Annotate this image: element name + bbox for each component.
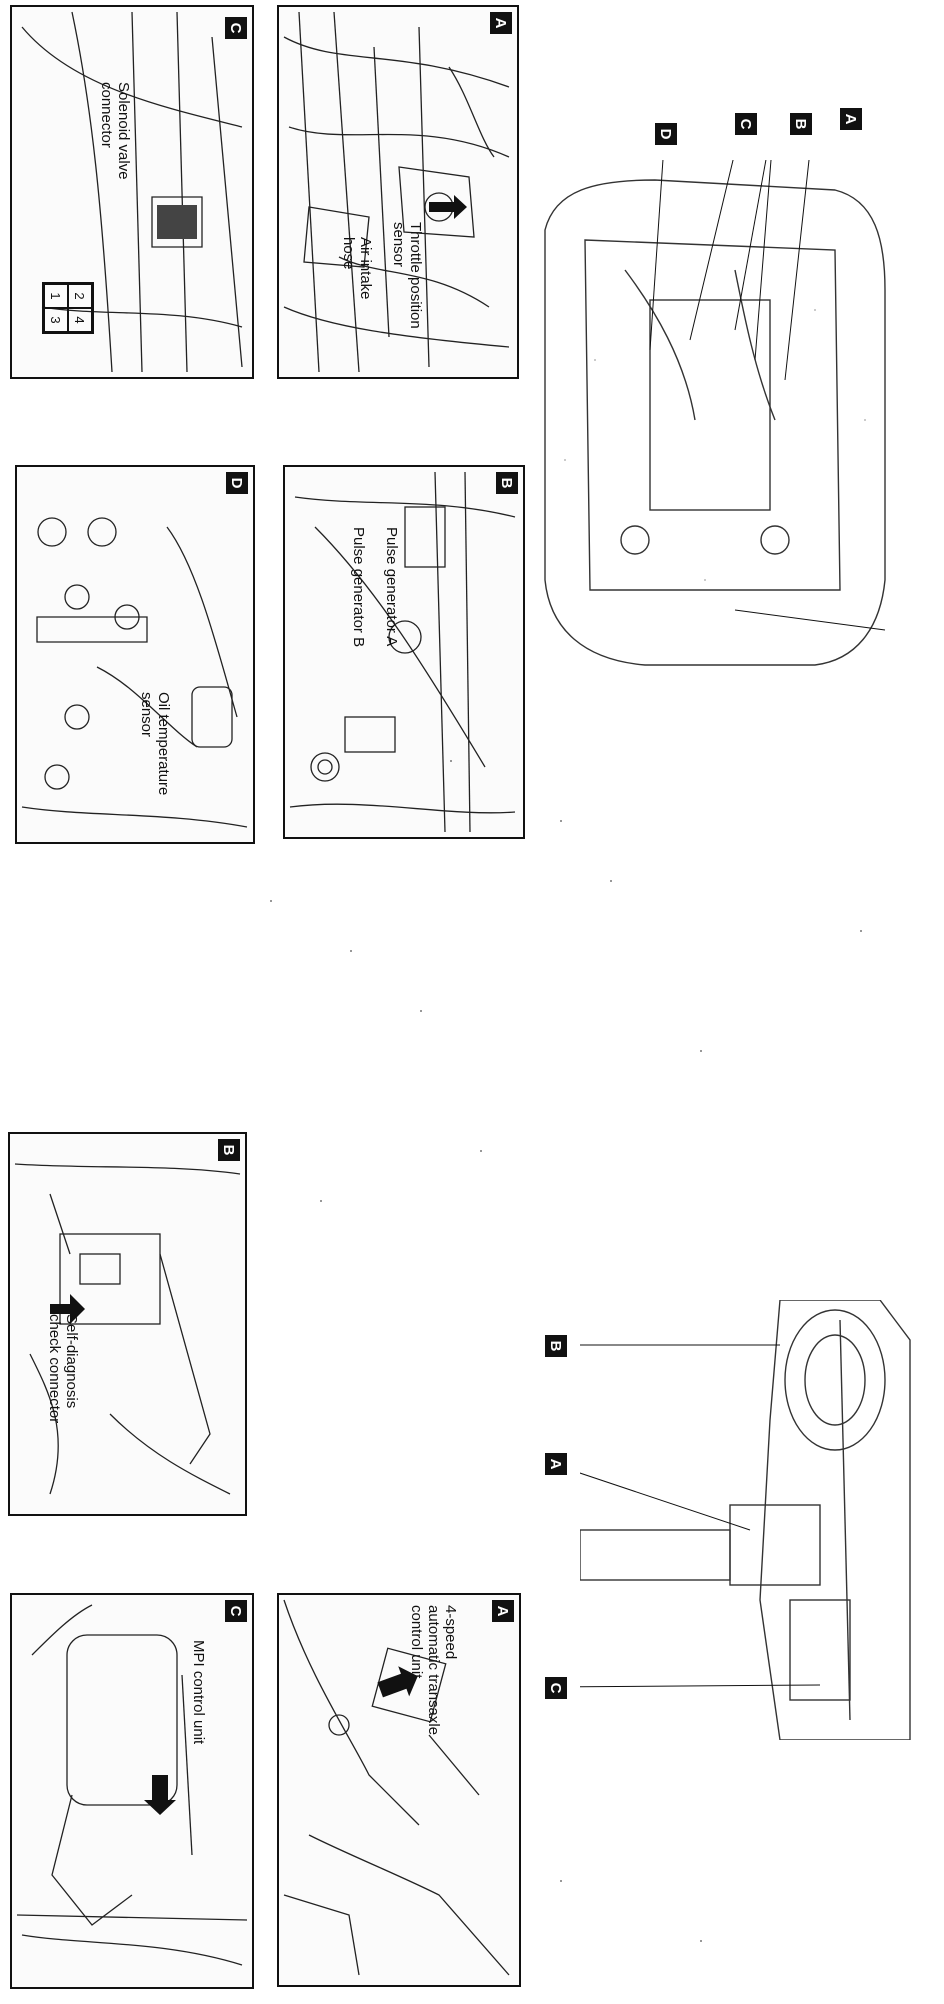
panel-a-throttle: A Throttle position sensor Air intake ho…: [277, 5, 519, 379]
overview-tag-c: C: [735, 113, 757, 135]
panel-a-drawing: [283, 11, 510, 373]
scan-speck: [480, 1150, 482, 1152]
panel-a-bottom-tag: A: [492, 1600, 514, 1622]
mpi-control-unit-label: MPI control unit: [190, 1640, 207, 1745]
pin-diagram: 1 2 3 4: [42, 282, 94, 334]
solenoid-valve-connector-label: Solenoid valve connector: [98, 82, 132, 180]
self-diagnosis-check-connector-label: Self-diagnosis check connector: [46, 1314, 80, 1424]
panel-c-mpi: C MPI control unit: [10, 1593, 254, 1989]
pin-3: 3: [44, 308, 68, 332]
pin-1: 1: [44, 284, 68, 308]
overview-tag-a: A: [840, 108, 862, 130]
scan-speck: [700, 1940, 702, 1942]
pulse-generator-b-label: Pulse generator B: [350, 527, 367, 648]
panel-b-bottom-drawing: [14, 1163, 241, 1495]
dashboard-overview: [549, 1299, 920, 1741]
dashboard-tag-b: B: [545, 1335, 567, 1357]
overview-tag-d: D: [655, 123, 677, 145]
throttle-position-sensor-label: Throttle position sensor: [390, 222, 424, 329]
panel-c-solenoid: C Solenoid valve connector 1 2 3 4: [10, 5, 254, 379]
scan-speck: [350, 950, 352, 952]
scan-speck: [860, 930, 862, 932]
panel-b-self-diagnosis: B Self-diagnosis check connector: [8, 1132, 247, 1516]
panel-c-tag: C: [225, 17, 247, 39]
dashboard-tag-a: A: [545, 1453, 567, 1475]
scan-speck: [450, 760, 452, 762]
dashboard-overview-drawing: [549, 1299, 911, 1741]
panel-d-drawing: [21, 517, 248, 828]
transaxle-control-unit-label: 4-speed automatic transaxle control unit: [408, 1605, 459, 1736]
panel-b-drawing: [289, 471, 516, 833]
oil-temperature-sensor-label: Oil temperature sensor: [138, 692, 172, 796]
scan-speck: [320, 1200, 322, 1202]
panel-c-bottom-tag: C: [225, 1600, 247, 1622]
panel-d-tag: D: [226, 472, 248, 494]
scan-speck: [560, 1880, 562, 1882]
panel-b-tag: B: [496, 472, 518, 494]
engine-overview-drawing: [544, 104, 886, 666]
scan-speck: [270, 900, 272, 902]
air-intake-hose-label: Air intake hose: [340, 237, 374, 300]
panel-a-transaxle-control: A 4-speed automatic transaxle control un…: [277, 1593, 521, 1987]
scan-speck: [560, 820, 562, 822]
panel-d-oil-temp: D Oil temperature sensor: [15, 465, 255, 844]
scan-speck: [420, 1010, 422, 1012]
panel-a-bottom-drawing: [283, 1599, 510, 1976]
scan-speck: [610, 880, 612, 882]
dashboard-tag-c: C: [545, 1677, 567, 1699]
pin-4: 4: [68, 308, 92, 332]
overview-tag-b: B: [790, 113, 812, 135]
panel-b-pulse: B Pulse generator A Pulse generator B: [283, 465, 525, 839]
panel-b-bottom-tag: B: [218, 1139, 240, 1161]
panel-a-tag: A: [490, 12, 512, 34]
engine-compartment-overview: [535, 104, 890, 680]
panel-c-bottom-drawing: [16, 1604, 248, 1966]
pin-2: 2: [68, 284, 92, 308]
scan-speck: [700, 1050, 702, 1052]
panel-c-drawing: [21, 11, 243, 373]
pulse-generator-a-label: Pulse generator A: [383, 527, 400, 647]
